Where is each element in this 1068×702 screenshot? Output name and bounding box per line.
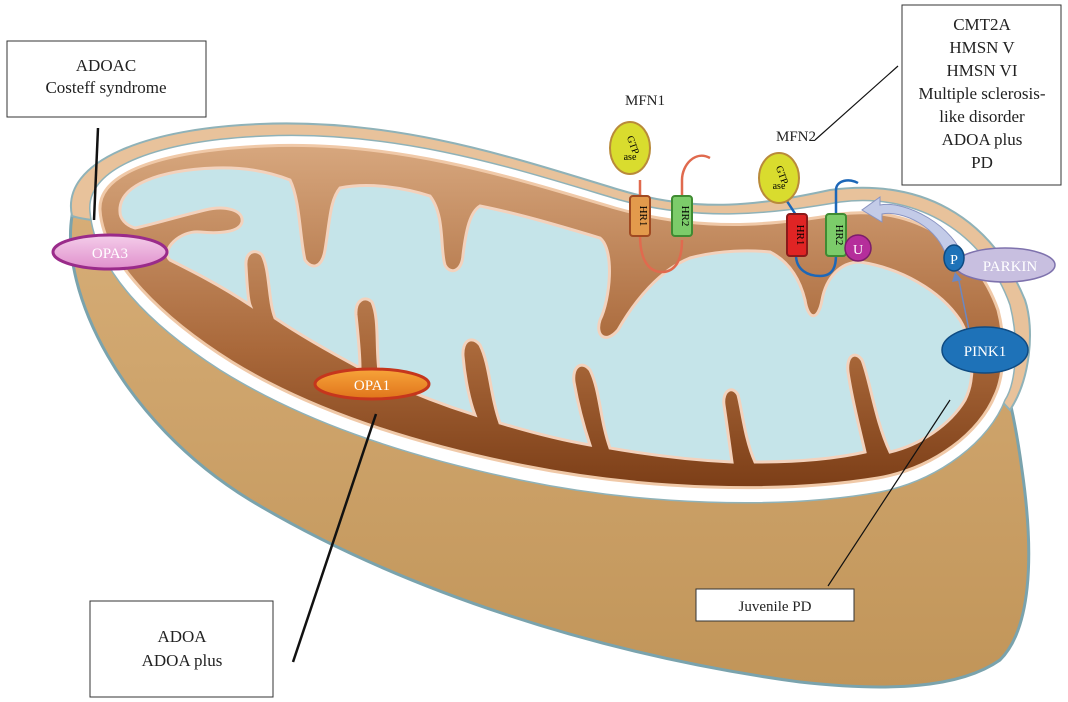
- callout-top-right-line-1: CMT2A: [953, 15, 1011, 34]
- opa3-protein: OPA3: [53, 235, 167, 269]
- mfn1-gtpase-bottom: ase: [624, 152, 637, 163]
- ubiquitin-label: U: [853, 243, 863, 258]
- opa3-label: OPA3: [92, 246, 128, 262]
- parkin-protein: PARKIN: [955, 248, 1055, 282]
- mfn2-label: MFN2: [776, 129, 816, 145]
- opa1-protein: OPA1: [315, 369, 429, 399]
- callout-bottom-left-line-1: ADOA: [157, 627, 207, 646]
- callout-bottom-right-label: Juvenile PD: [739, 599, 812, 615]
- phosphate-label: P: [950, 253, 958, 268]
- mfn2-hr2-label: HR2: [833, 225, 845, 246]
- callout-bottom-left: ADOA ADOA plus: [90, 601, 273, 697]
- callout-top-left-line-2: Costeff syndrome: [45, 78, 166, 97]
- callout-top-right-line-6: ADOA plus: [942, 130, 1023, 149]
- leader-top-right: [815, 66, 898, 140]
- opa1-label: OPA1: [354, 378, 390, 394]
- callout-top-right-line-2: HMSN V: [949, 38, 1015, 57]
- phosphate: P: [944, 245, 964, 271]
- callout-top-right-line-5: like disorder: [939, 107, 1025, 126]
- mfn2-hr1-label: HR1: [794, 225, 806, 246]
- callout-top-right-line-3: HMSN VI: [946, 61, 1017, 80]
- callout-bottom-right: Juvenile PD: [696, 589, 854, 621]
- callout-top-right: CMT2A HMSN V HMSN VI Multiple sclerosis-…: [902, 5, 1061, 185]
- callout-top-left: ADOAC Costeff syndrome: [7, 41, 206, 117]
- callout-top-right-line-7: PD: [971, 153, 993, 172]
- parkin-label: PARKIN: [983, 259, 1038, 275]
- mfn1-label: MFN1: [625, 93, 665, 109]
- callout-top-left-line-1: ADOAC: [76, 56, 136, 75]
- callout-bottom-left-line-2: ADOA plus: [142, 651, 223, 670]
- callout-top-right-line-4: Multiple sclerosis-: [918, 84, 1045, 103]
- mfn1-hr1-label: HR1: [637, 206, 649, 227]
- mfn2-gtpase-bottom: ase: [773, 181, 786, 192]
- pink1-protein: PINK1: [942, 327, 1028, 373]
- pink1-label: PINK1: [964, 344, 1007, 360]
- mfn1-hr2-label: HR2: [679, 206, 691, 227]
